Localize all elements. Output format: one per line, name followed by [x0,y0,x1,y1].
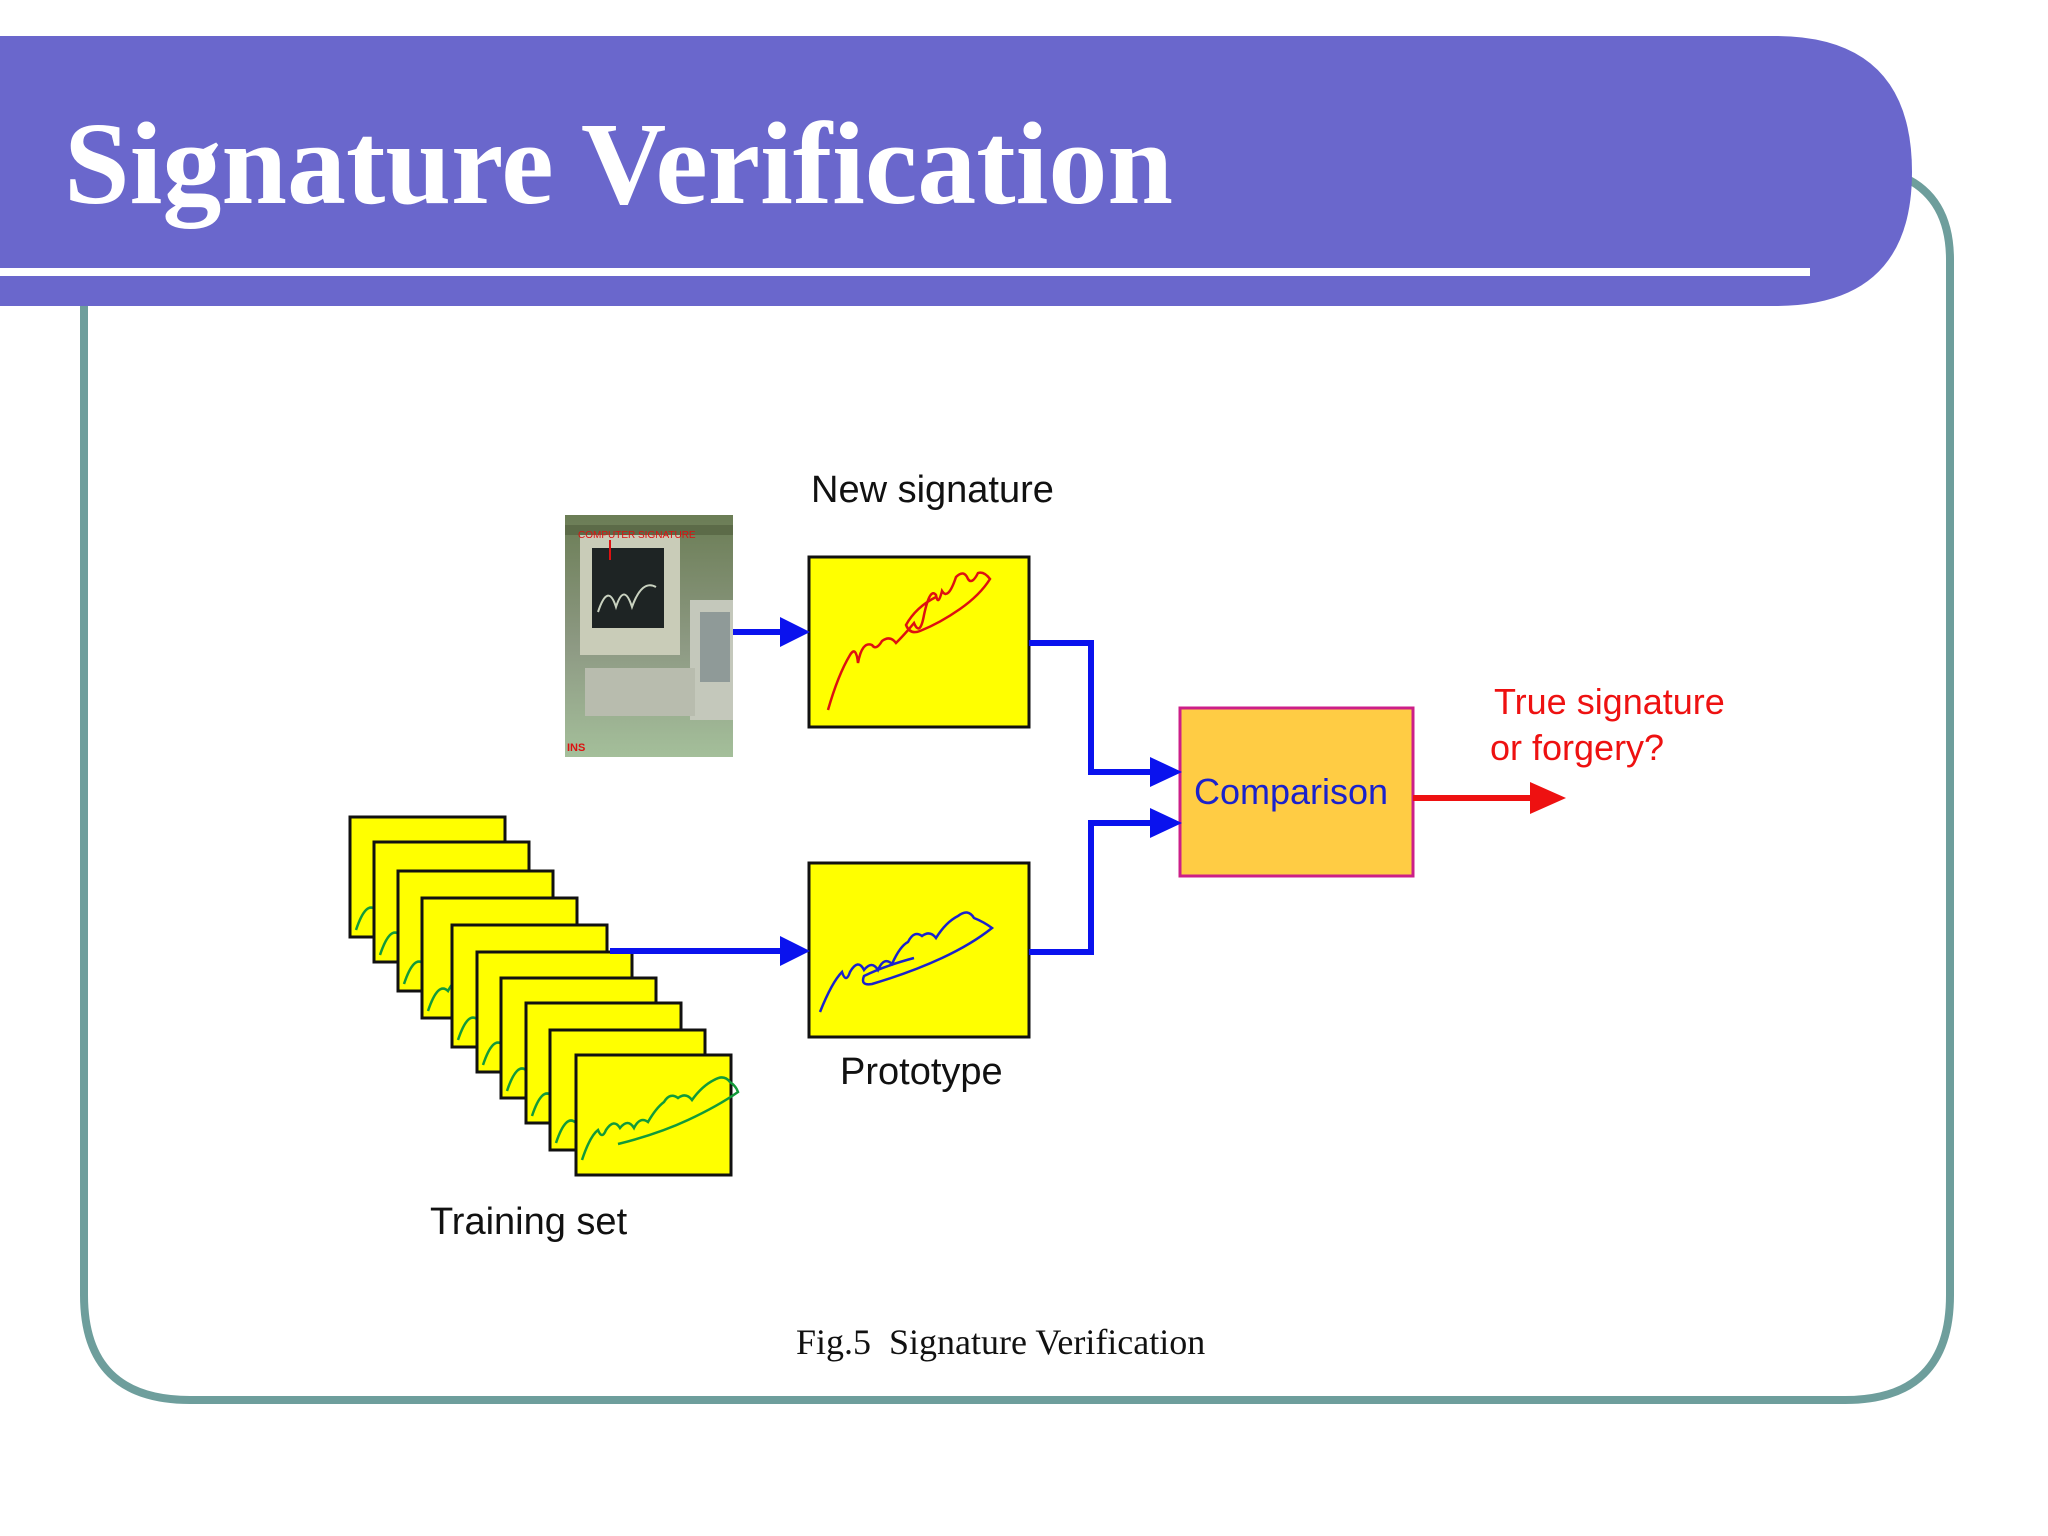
training-set-label: Training set [430,1201,628,1243]
page-title: Signature Verification [64,98,1173,229]
new-signature-to-comparison-arrow [1029,640,1155,775]
training-signature-stroke [580,1076,740,1161]
output-label-line2: or forgery? [1490,727,1664,768]
capture-device-photo: COMPUTER SIGNATURE INS [565,515,733,757]
arrowhead [780,936,810,966]
prototype-label: Prototype [840,1051,1003,1093]
arrowheads [780,617,1182,966]
new-signature-card [807,555,1031,729]
prototype-signature-stroke [818,911,995,1013]
arrowhead [1150,757,1182,787]
output-arrow [1413,782,1566,814]
prototype-to-comparison-arrow [1029,820,1155,955]
title-bar [0,36,1912,306]
training-set-stack [348,815,740,1177]
comparison-box: Comparison [1178,706,1415,878]
new-signature-label: New signature [811,469,1054,511]
figure-caption: Fig.5 Signature Verification [796,1322,1205,1362]
prototype-card [807,861,1031,1039]
arrowhead [780,617,810,647]
new-signature-stroke [826,571,992,711]
comparison-label: Comparison [1194,771,1388,812]
photo-overlay-text: INS [567,742,585,754]
slide-frame [80,168,1954,1404]
output-label-line1: True signature [1494,681,1725,722]
flow-arrows [610,629,1155,955]
arrowhead [1150,808,1182,838]
training-card [574,1053,740,1177]
svg-text:COMPUTER SIGNATURE: COMPUTER SIGNATURE [578,530,696,541]
signature-verification-diagram: New signature Prototype Training set COM… [348,469,1725,1243]
